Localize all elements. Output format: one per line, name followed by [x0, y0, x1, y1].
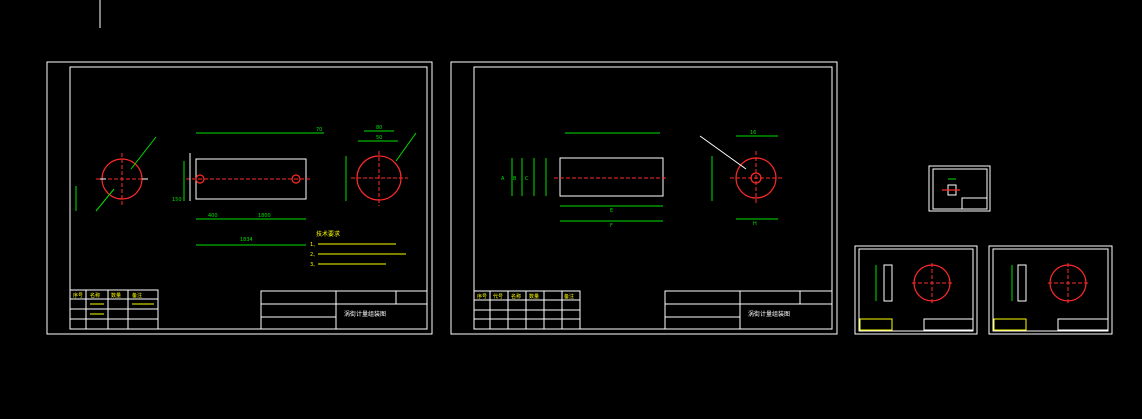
cursor-crosshair — [99, 0, 101, 28]
sheet-inner-border — [69, 66, 428, 330]
note-3-number: 3、 — [310, 262, 318, 268]
technical-notes: 技术要求 1、 2、 3、 — [310, 230, 406, 268]
pipe-side-view — [183, 132, 324, 246]
sheet-outer-border — [854, 245, 978, 335]
dim-70: 70 — [316, 127, 322, 133]
end-view-left — [75, 136, 157, 212]
end-view — [699, 135, 782, 220]
note-2-number: 2、 — [310, 252, 318, 258]
dim-16: 16 — [750, 130, 756, 136]
sheet-outer-border — [988, 245, 1113, 335]
bom-header-no: 序号 — [477, 293, 487, 300]
dim-c: C — [525, 176, 529, 182]
title-block-drawing-name: 涡街计量组装图 — [344, 310, 386, 318]
title-block — [260, 290, 428, 330]
dim-b: B — [513, 176, 517, 182]
dim-e: E — [610, 208, 613, 214]
bom-header-no: 序号 — [73, 292, 83, 299]
drawing-sheet-3[interactable] — [928, 165, 991, 212]
dim-400: 400 — [208, 213, 218, 219]
bom-table — [473, 290, 581, 330]
dim-50: 50 — [376, 135, 382, 141]
drawing-sheet-4[interactable] — [854, 245, 978, 335]
sheet-outer-border — [450, 61, 838, 335]
title-block — [664, 290, 833, 330]
bom-header-note: 备注 — [132, 292, 142, 299]
sheet-border — [928, 165, 991, 212]
drawing-sheet-5[interactable] — [988, 245, 1113, 335]
dim-1800: 1800 — [258, 213, 271, 219]
dim-150: 150 — [172, 197, 182, 203]
dim-80: 80 — [376, 125, 382, 131]
bom-header-qty: 数量 — [111, 292, 121, 299]
bom-header-name: 名称 — [511, 293, 521, 300]
end-view-right — [345, 130, 417, 206]
note-1-number: 1、 — [310, 242, 318, 248]
bom-header-qty: 数量 — [529, 293, 539, 300]
bom-header-code: 代号 — [493, 293, 503, 300]
dim-f: F — [610, 223, 613, 229]
title-block-drawing-name: 涡街计量组装图 — [748, 310, 790, 318]
sheet-outer-border — [46, 61, 433, 335]
drawing-sheet-2[interactable]: A B C E F 16 H 序号 代号 名称 — [450, 61, 838, 335]
bom-table — [69, 289, 159, 330]
bom-header-name: 名称 — [90, 292, 100, 299]
pipe-side-view — [511, 132, 668, 222]
dim-h: H — [753, 221, 757, 227]
dim-overall-length: 1834 — [240, 237, 253, 243]
notes-title: 技术要求 — [316, 230, 340, 238]
drawing-sheet-1[interactable]: 1834 400 1800 70 150 80 50 技术要求 1、 2、 3、 — [46, 61, 433, 335]
bom-header-note: 备注 — [564, 293, 574, 300]
sheet-inner-border — [473, 66, 833, 330]
dim-a: A — [501, 176, 505, 182]
